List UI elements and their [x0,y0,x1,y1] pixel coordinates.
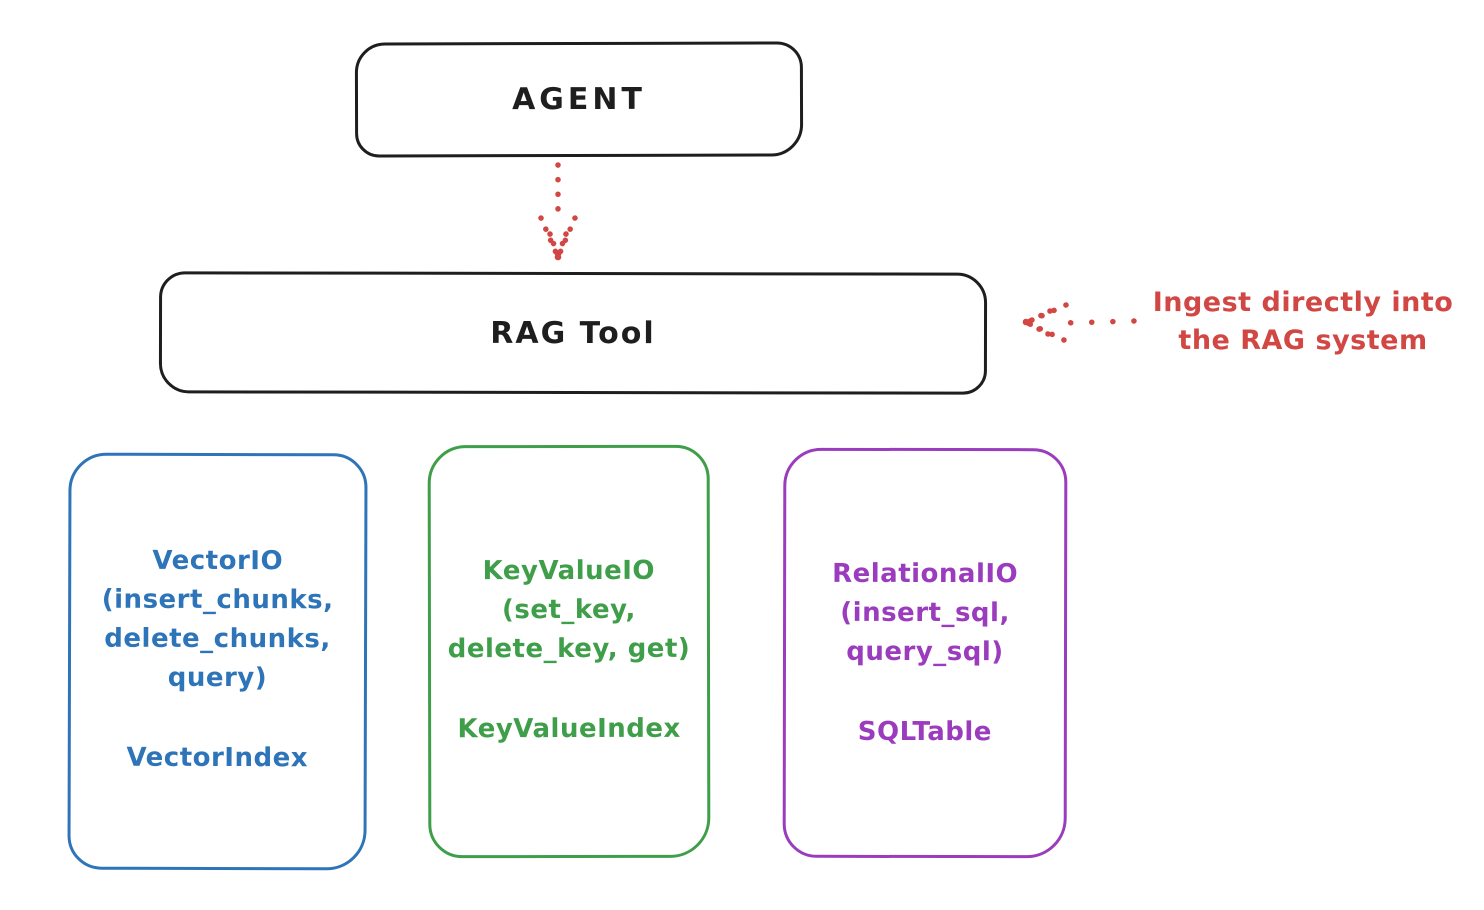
relational-io-text: RelationalIO (insert_sql, query_sql) SQL… [786,555,1064,752]
backend-line: (set_key, [501,594,636,626]
backend-line: VectorIO [152,545,284,577]
sql-table-label: SQLTable [857,716,992,748]
backend-line: (insert_chunks, [101,584,334,616]
keyvalue-io-box: KeyValueIO (set_key, delete_key, get) Ke… [427,444,711,859]
backend-line: delete_key, get) [447,633,691,665]
vector-io-box: VectorIO (insert_chunks, delete_chunks, … [67,452,368,871]
vector-io-text: VectorIO (insert_chunks, delete_chunks, … [71,542,365,779]
ingest-annotation-line2: the RAG system [1178,325,1428,356]
keyvalue-index-label: KeyValueIndex [457,713,681,745]
backend-line: (insert_sql, [840,597,1010,629]
backend-line: query_sql) [846,636,1004,668]
rag-tool-box: RAG Tool [158,271,988,395]
relational-io-box: RelationalIO (insert_sql, query_sql) SQL… [782,447,1068,859]
backend-line: delete_chunks, [104,623,331,655]
ingest-annotation: Ingest directly into the RAG system [1135,284,1471,360]
keyvalue-io-text: KeyValueIO (set_key, delete_key, get) Ke… [431,552,707,749]
agent-to-rag-arrow [538,162,578,261]
backend-line: query) [167,662,268,694]
vector-index-label: VectorIndex [126,742,309,774]
rag-tool-label: RAG Tool [490,315,656,351]
agent-label: AGENT [512,81,646,118]
backend-line: KeyValueIO [482,555,656,587]
ingest-arrow [1022,302,1137,343]
backend-line: RelationalIO [832,558,1019,590]
agent-box: AGENT [354,41,804,158]
ingest-annotation-line1: Ingest directly into [1152,287,1454,318]
